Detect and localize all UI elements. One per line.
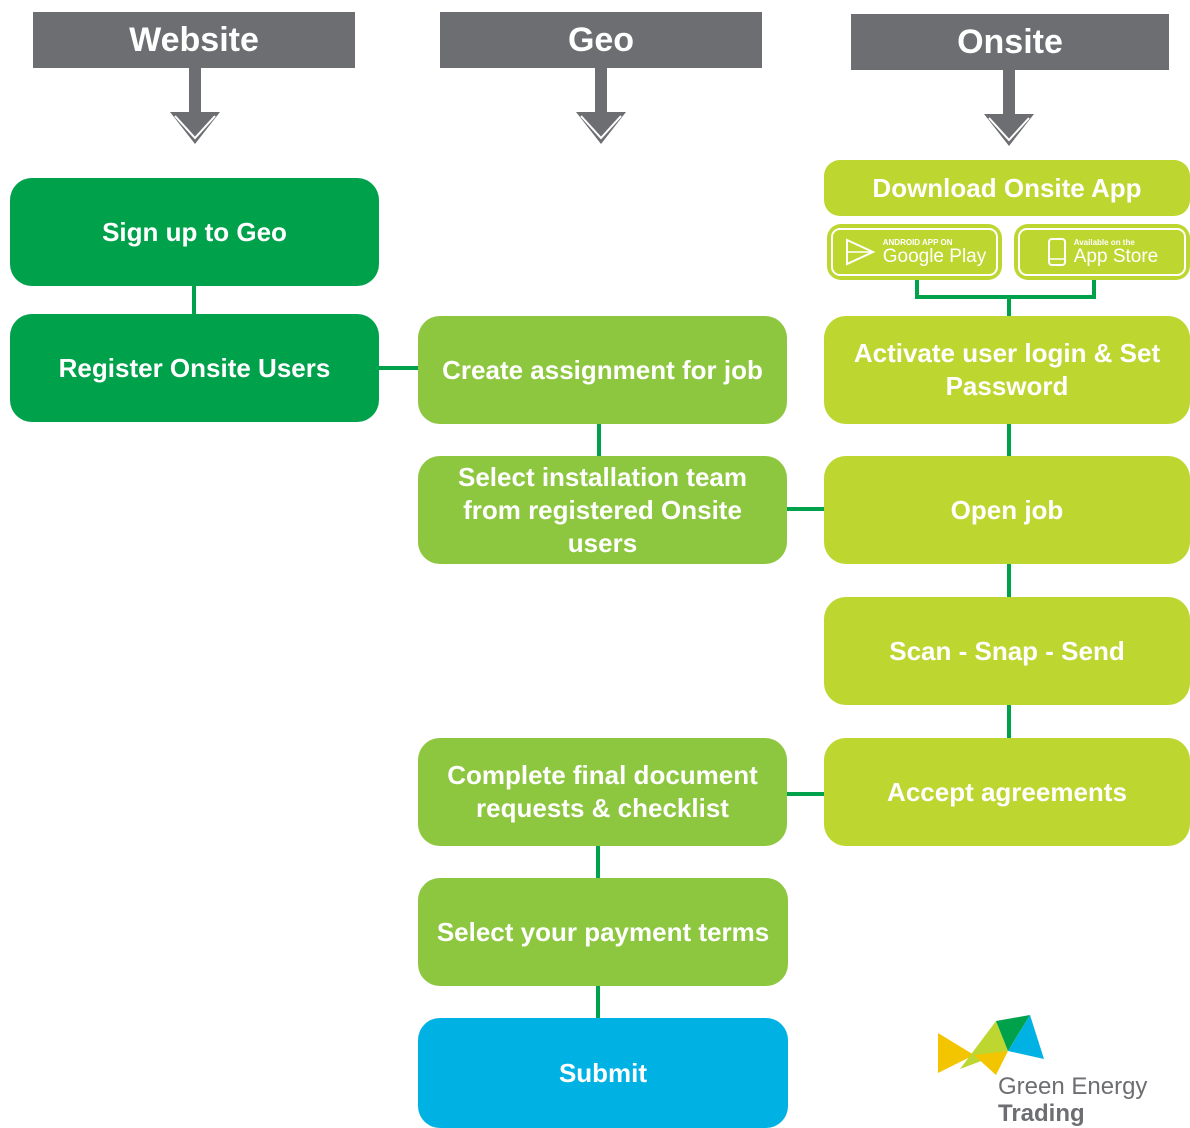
google-play-small-text: ANDROID APP ON bbox=[882, 237, 953, 247]
connector-line bbox=[786, 507, 826, 511]
down-arrow-icon bbox=[984, 70, 1034, 146]
connector-line bbox=[1092, 279, 1096, 297]
google-play-text: Google Play bbox=[882, 245, 987, 267]
connector-line bbox=[596, 845, 600, 879]
connector-line bbox=[596, 985, 600, 1019]
logo-text-line2: Trading bbox=[998, 1100, 1085, 1127]
app-store-badge: Available on the App Store bbox=[1014, 224, 1190, 280]
step-scan-snap-send: Scan - Snap - Send bbox=[824, 597, 1190, 705]
connector-line bbox=[915, 279, 919, 297]
header-onsite: Onsite bbox=[851, 14, 1169, 70]
connector-line bbox=[915, 295, 1096, 299]
step-accept-agreements: Accept agreements bbox=[824, 738, 1190, 846]
step-open-job: Open job bbox=[824, 456, 1190, 564]
down-arrow-icon bbox=[170, 68, 220, 144]
step-submit: Submit bbox=[418, 1018, 788, 1128]
step-select-team: Select installation team from registered… bbox=[418, 456, 787, 564]
connector-line bbox=[786, 792, 826, 796]
header-geo: Geo bbox=[440, 12, 762, 68]
step-download-app: Download Onsite App bbox=[824, 160, 1190, 216]
connector-line bbox=[378, 366, 420, 370]
connector-line bbox=[1007, 703, 1011, 739]
logo-text-line1: Green Energy bbox=[998, 1073, 1148, 1100]
phone-icon bbox=[1047, 238, 1066, 266]
connector-line bbox=[192, 284, 196, 316]
app-store-small-text: Available on the bbox=[1073, 237, 1135, 247]
play-store-icon bbox=[845, 238, 876, 266]
connector-line bbox=[1007, 297, 1011, 317]
step-complete-documents: Complete final document requests & check… bbox=[418, 738, 787, 846]
google-play-badge: ANDROID APP ON Google Play bbox=[827, 224, 1002, 280]
step-sign-up: Sign up to Geo bbox=[10, 178, 379, 286]
header-website: Website bbox=[33, 12, 355, 68]
connector-line bbox=[1007, 562, 1011, 598]
green-energy-trading-logo bbox=[938, 1015, 1044, 1075]
app-store-text: App Store bbox=[1073, 245, 1159, 267]
connector-line bbox=[597, 422, 601, 458]
step-register-users: Register Onsite Users bbox=[10, 314, 379, 422]
connector-line bbox=[1007, 422, 1011, 458]
down-arrow-icon bbox=[576, 68, 626, 144]
step-create-assignment: Create assignment for job bbox=[418, 316, 787, 424]
step-activate-login: Activate user login & Set Password bbox=[824, 316, 1190, 424]
step-payment-terms: Select your payment terms bbox=[418, 878, 788, 986]
